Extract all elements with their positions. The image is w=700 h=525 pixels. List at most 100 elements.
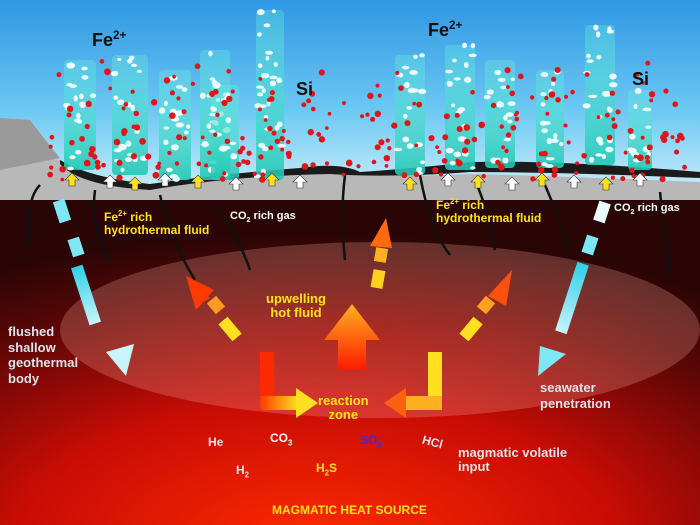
silica-bubble [540,72,549,77]
iron-particle [496,161,502,166]
upwelling-arrow-mid [370,218,392,289]
iron-particle [66,112,72,118]
iron-particle [606,134,613,141]
silica-bubble [186,124,191,129]
iron-particle [438,172,444,177]
iron-particle [104,68,111,76]
iron-particle [378,139,385,146]
iron-particle [152,171,160,179]
iron-particle [167,150,172,156]
silica-bubble [277,143,287,148]
iron-particle [463,124,471,131]
silica-bubble [265,55,270,61]
silica-bubble [413,54,418,59]
iron-particle [365,112,370,117]
iron-particle [360,114,365,119]
iron-particle [113,138,121,146]
silica-bubble [462,42,468,48]
iron-particle [441,157,448,164]
vent-arrow [566,174,582,189]
iron-particle [309,90,316,97]
silica-bubble [627,147,636,152]
iron-particle [59,165,66,173]
iron-particle [499,124,504,129]
iron-particle [551,76,557,82]
iron-particle [172,74,176,79]
iron-particle [566,140,571,145]
iron-particle [682,164,687,170]
iron-particle [461,147,469,154]
iron-particle [377,93,382,98]
silica-bubble [483,95,491,100]
iron-particle [49,134,55,140]
iron-particle [169,90,175,96]
silica-bubble [66,62,76,69]
iron-particle [139,137,146,145]
iron-particle [575,161,579,166]
silica-bubble [209,129,216,133]
co2-label-left: CO2 rich gas [230,210,296,225]
iron-particle [506,85,510,89]
iron-particle [145,153,152,160]
vent-arrow [157,172,173,187]
iron-particle [89,145,96,153]
iron-particle [679,135,685,141]
silica-bubble [208,50,213,57]
iron-particle [374,110,382,118]
iron-particle [121,106,126,111]
vent-arrow [127,176,143,191]
silica-bubble [125,157,133,163]
silica-bubble [406,106,413,110]
iron-particle [258,154,264,160]
iron-particle [356,164,361,169]
fluid-label-right: Fe2+ rich hydrothermal fluid [436,197,542,226]
iron-particle [215,112,220,118]
silica-bubble [209,77,216,81]
silica-bubble [402,136,410,143]
iron-particle [609,90,616,96]
silica-bubble [634,88,642,94]
silica-bubble [69,84,78,88]
iron-particle [529,95,535,100]
volatile-co3: CO3 [270,431,293,448]
silica-bubble [545,164,554,168]
iron-particle [631,173,636,179]
seafloor-cliff [0,118,60,170]
silica-bubble [134,129,140,134]
vent-arrow [190,174,206,189]
iron-particle [95,164,101,170]
iron-particle [538,167,545,174]
iron-particle [391,122,398,129]
silica-bubble [201,140,209,148]
silica-bubble [553,133,558,140]
silica-bubble [598,140,604,146]
iron-particle [269,90,275,96]
iron-particle [123,101,129,107]
iron-particle [252,171,257,176]
iron-particle [176,134,183,141]
iron-particle [634,71,640,77]
iron-particle [456,126,463,133]
silica-bubble [79,101,87,107]
iron-particle [395,70,400,76]
silica-bubble [117,57,122,62]
silica-bubble [503,137,512,142]
iron-particle [221,99,228,107]
vent-arrow [264,172,280,187]
iron-particle [116,174,123,181]
iron-particle [318,69,325,76]
iron-particle [504,67,511,74]
silica-bubble [130,104,136,112]
silica-bubble [417,88,427,95]
silica-bubble [545,157,555,161]
iron-particle [258,76,263,81]
silica-bubble [541,128,549,134]
iron-particle [213,132,218,137]
iron-particle [413,171,419,178]
iron-particle [584,72,590,77]
iron-particle [570,89,575,95]
silica-bubble [212,82,221,89]
iron-particle [367,92,374,100]
